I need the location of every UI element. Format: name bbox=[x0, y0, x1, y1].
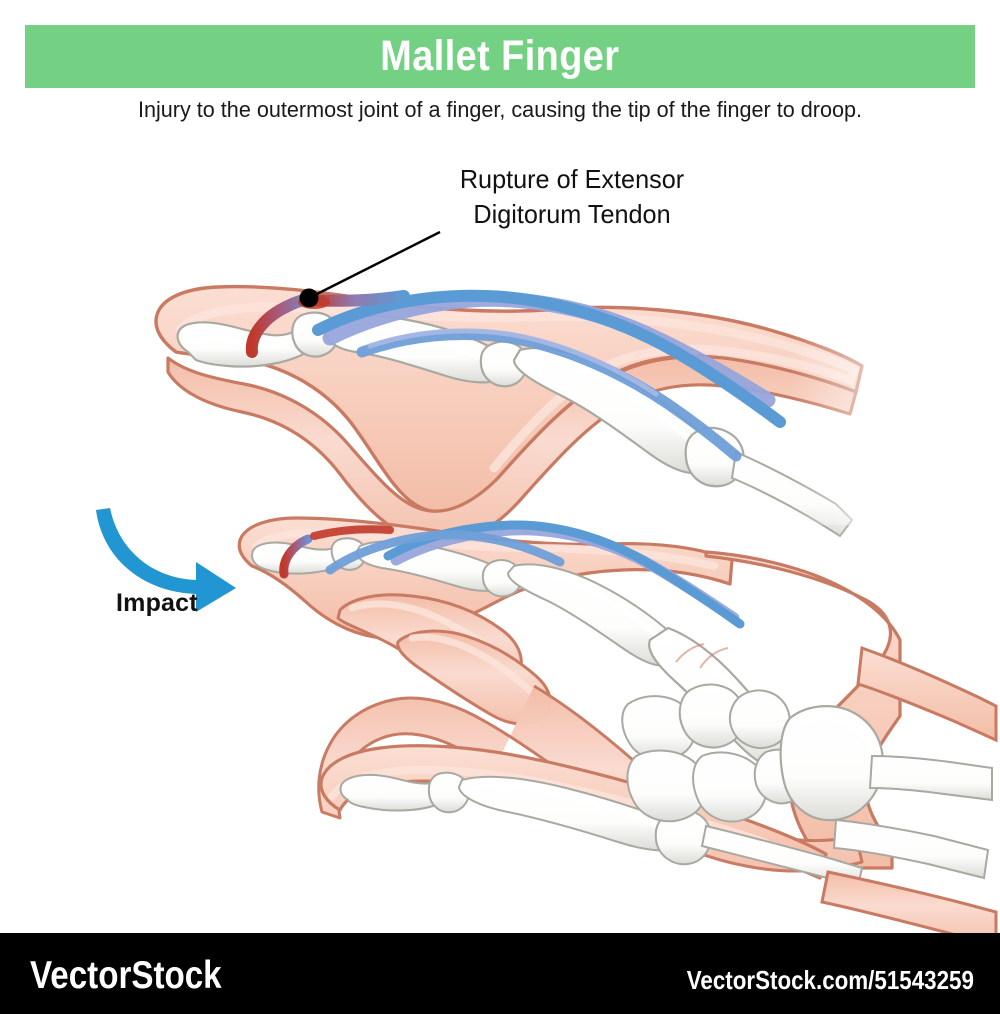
hand-index-distal-phalanx bbox=[251, 540, 358, 575]
tendon-ruptured-distal-stump bbox=[245, 293, 318, 358]
bone-proximal-phalanx bbox=[512, 347, 716, 475]
bone-middle-phalanx bbox=[324, 314, 509, 384]
hand-ring-finger bbox=[396, 629, 552, 726]
thumb-distal-phalanx bbox=[339, 773, 458, 812]
hand-tendon-violet bbox=[390, 524, 740, 624]
tendon-extensor-main bbox=[312, 289, 786, 428]
rupture-marker-dot bbox=[299, 288, 319, 308]
thumb-ip-joint bbox=[427, 771, 470, 814]
bone-mcp-head bbox=[684, 426, 745, 488]
page-title: Mallet Finger bbox=[380, 32, 620, 80]
forearm-shaft bbox=[868, 754, 993, 802]
hand-index-pip-joint bbox=[481, 559, 523, 598]
hand-tendon-blue bbox=[383, 520, 745, 629]
title-banner: Mallet Finger bbox=[25, 25, 975, 88]
carpal-bones bbox=[621, 683, 808, 823]
hand-index-proximal-phalanx bbox=[506, 563, 683, 667]
forearm-radius bbox=[779, 705, 884, 822]
subtitle-text: Injury to the outermost joint of a finge… bbox=[137, 97, 863, 122]
tendon-extensor-slip-highlight bbox=[367, 328, 659, 397]
vectorstock-brand: VectorStock bbox=[30, 954, 222, 997]
hand-middle-finger bbox=[336, 593, 523, 692]
thumb-metacarpal-shaft bbox=[700, 824, 864, 888]
bone-pip-joint bbox=[479, 340, 529, 388]
callout-line-2: Digitorum Tendon bbox=[473, 198, 671, 229]
forearm-skin-upper bbox=[856, 645, 998, 743]
hand-index-metacarpal bbox=[648, 626, 800, 771]
knuckle-crease-2 bbox=[699, 647, 729, 669]
hand-index-dip-joint bbox=[330, 537, 367, 571]
thumb-metacarpal-head bbox=[654, 809, 712, 866]
hand-tendon-rupture-proximal bbox=[310, 525, 394, 540]
bone-metacarpal-shaft bbox=[730, 450, 854, 538]
hand-dorsum-skin bbox=[704, 550, 902, 870]
top-finger-figure bbox=[154, 230, 1000, 580]
forearm-ulna bbox=[832, 818, 990, 880]
callout-leader-line bbox=[312, 230, 441, 298]
vectorstock-url: VectorStock.com/51543259 bbox=[686, 965, 974, 995]
bone-dip-joint bbox=[291, 311, 339, 358]
bottom-hand-figure bbox=[237, 516, 998, 948]
hand-index-finger-skin bbox=[237, 516, 734, 640]
callout-label: Rupture of Extensor Digitorum Tendon bbox=[378, 162, 766, 231]
impact-label: Impact bbox=[116, 589, 198, 617]
thumb-proximal-phalanx bbox=[457, 775, 687, 852]
hand-index-middle-phalanx bbox=[355, 540, 506, 592]
tendon-ruptured-proximal-stump bbox=[306, 290, 410, 307]
finger-volar-pad bbox=[166, 355, 858, 545]
finger-fade-mask bbox=[790, 275, 1000, 525]
finger-skin bbox=[154, 284, 864, 514]
hand-thumb-skin bbox=[319, 744, 828, 880]
bone-distal-phalanx bbox=[176, 318, 324, 368]
tendon-extensor-slip bbox=[356, 328, 742, 462]
rupture-inflammation bbox=[298, 295, 330, 309]
hand-tendon-rupture-distal bbox=[279, 534, 313, 579]
hand-palm-skin bbox=[317, 684, 864, 873]
callout-line-1: Rupture of Extensor bbox=[459, 164, 685, 194]
hand-tendon-slip bbox=[325, 530, 565, 575]
tendon-lateral-band bbox=[322, 291, 776, 408]
knuckle-crease-1 bbox=[675, 643, 705, 663]
finger-fade-mask-2 bbox=[830, 420, 1000, 580]
finger-skin-highlight bbox=[175, 302, 860, 473]
watermark-footer: VectorStock VectorStock.com/51543259 bbox=[0, 933, 1000, 1014]
